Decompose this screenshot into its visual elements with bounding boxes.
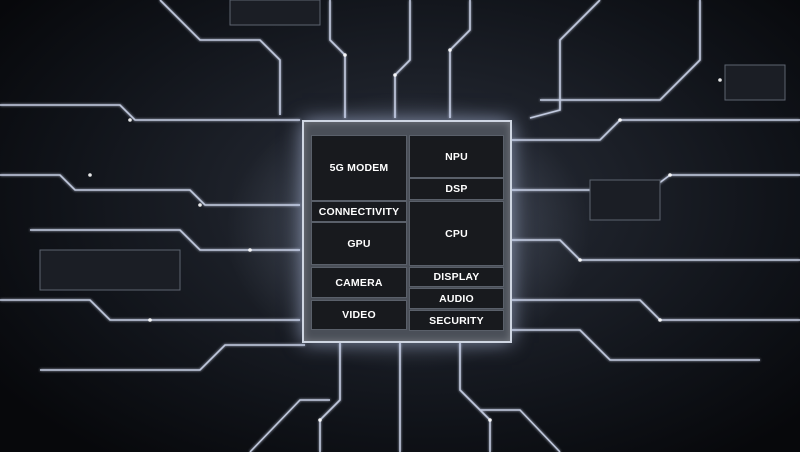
block-gpu: GPU xyxy=(311,222,407,265)
block-security: SECURITY xyxy=(409,310,504,331)
block-connectivity: CONNECTIVITY xyxy=(311,201,407,222)
block-audio: AUDIO xyxy=(409,288,504,309)
block-dsp: DSP xyxy=(409,178,504,200)
block-display: DISPLAY xyxy=(409,267,504,287)
soc-chip: 5G MODEM CONNECTIVITY GPU CAMERA VIDEO N… xyxy=(302,120,512,343)
block-npu: NPU xyxy=(409,135,504,178)
block-video: VIDEO xyxy=(311,300,407,330)
block-5g-modem: 5G MODEM xyxy=(311,135,407,201)
block-camera: CAMERA xyxy=(311,267,407,298)
block-cpu: CPU xyxy=(409,201,504,266)
